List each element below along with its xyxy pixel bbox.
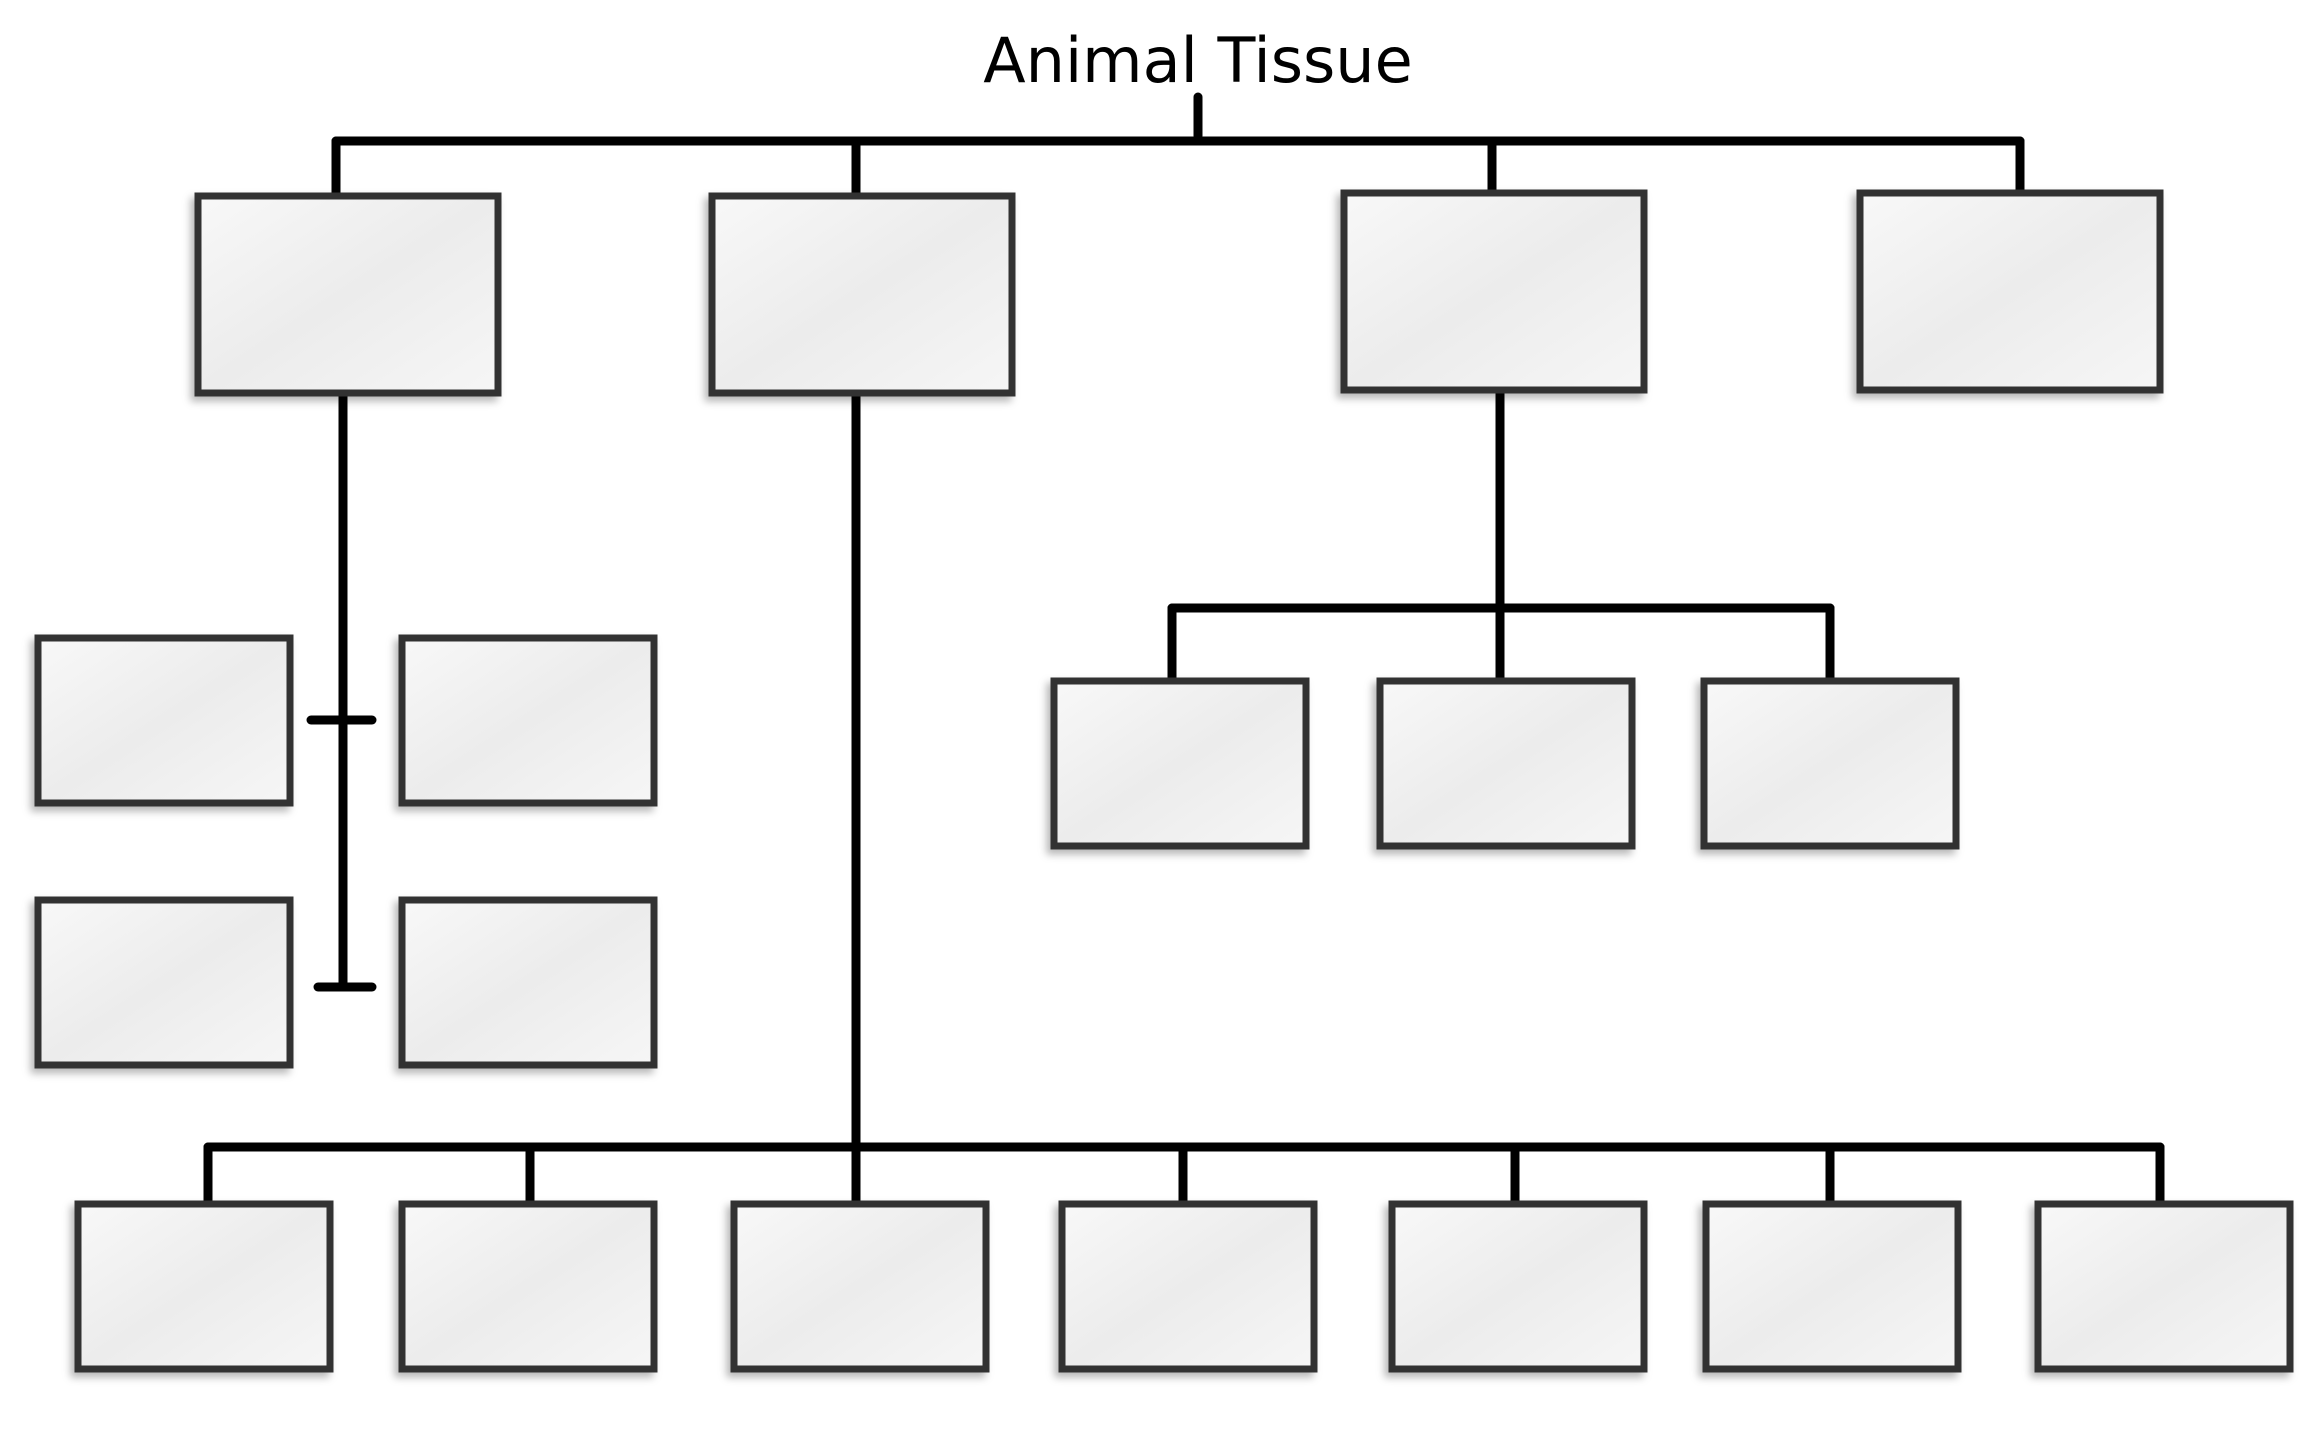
node-category-2-sub-4[interactable] xyxy=(1058,1200,1318,1373)
node-category-1-sub-3[interactable] xyxy=(34,896,294,1069)
connectors xyxy=(203,92,2165,1208)
node-category-1[interactable] xyxy=(194,192,502,397)
node-category-2-sub-1[interactable] xyxy=(74,1200,334,1373)
node-category-2-sub-7[interactable] xyxy=(2034,1200,2294,1373)
node-category-1-sub-2[interactable] xyxy=(398,634,658,807)
node-category-1-sub-1[interactable] xyxy=(34,634,294,807)
node-category-2-sub-6[interactable] xyxy=(1702,1200,1962,1373)
node-category-2-sub-2[interactable] xyxy=(398,1200,658,1373)
diagram-title: Animal Tissue xyxy=(983,24,1413,97)
node-category-3-sub-2[interactable] xyxy=(1376,677,1636,850)
node-category-2[interactable] xyxy=(708,192,1016,397)
node-category-2-sub-5[interactable] xyxy=(1388,1200,1648,1373)
nodes xyxy=(34,189,2294,1373)
node-category-3-sub-3[interactable] xyxy=(1700,677,1960,850)
node-category-3[interactable] xyxy=(1340,189,1648,394)
node-category-2-sub-3[interactable] xyxy=(730,1200,990,1373)
node-category-4[interactable] xyxy=(1856,189,2164,394)
node-category-1-sub-4[interactable] xyxy=(398,896,658,1069)
node-category-3-sub-1[interactable] xyxy=(1050,677,1310,850)
